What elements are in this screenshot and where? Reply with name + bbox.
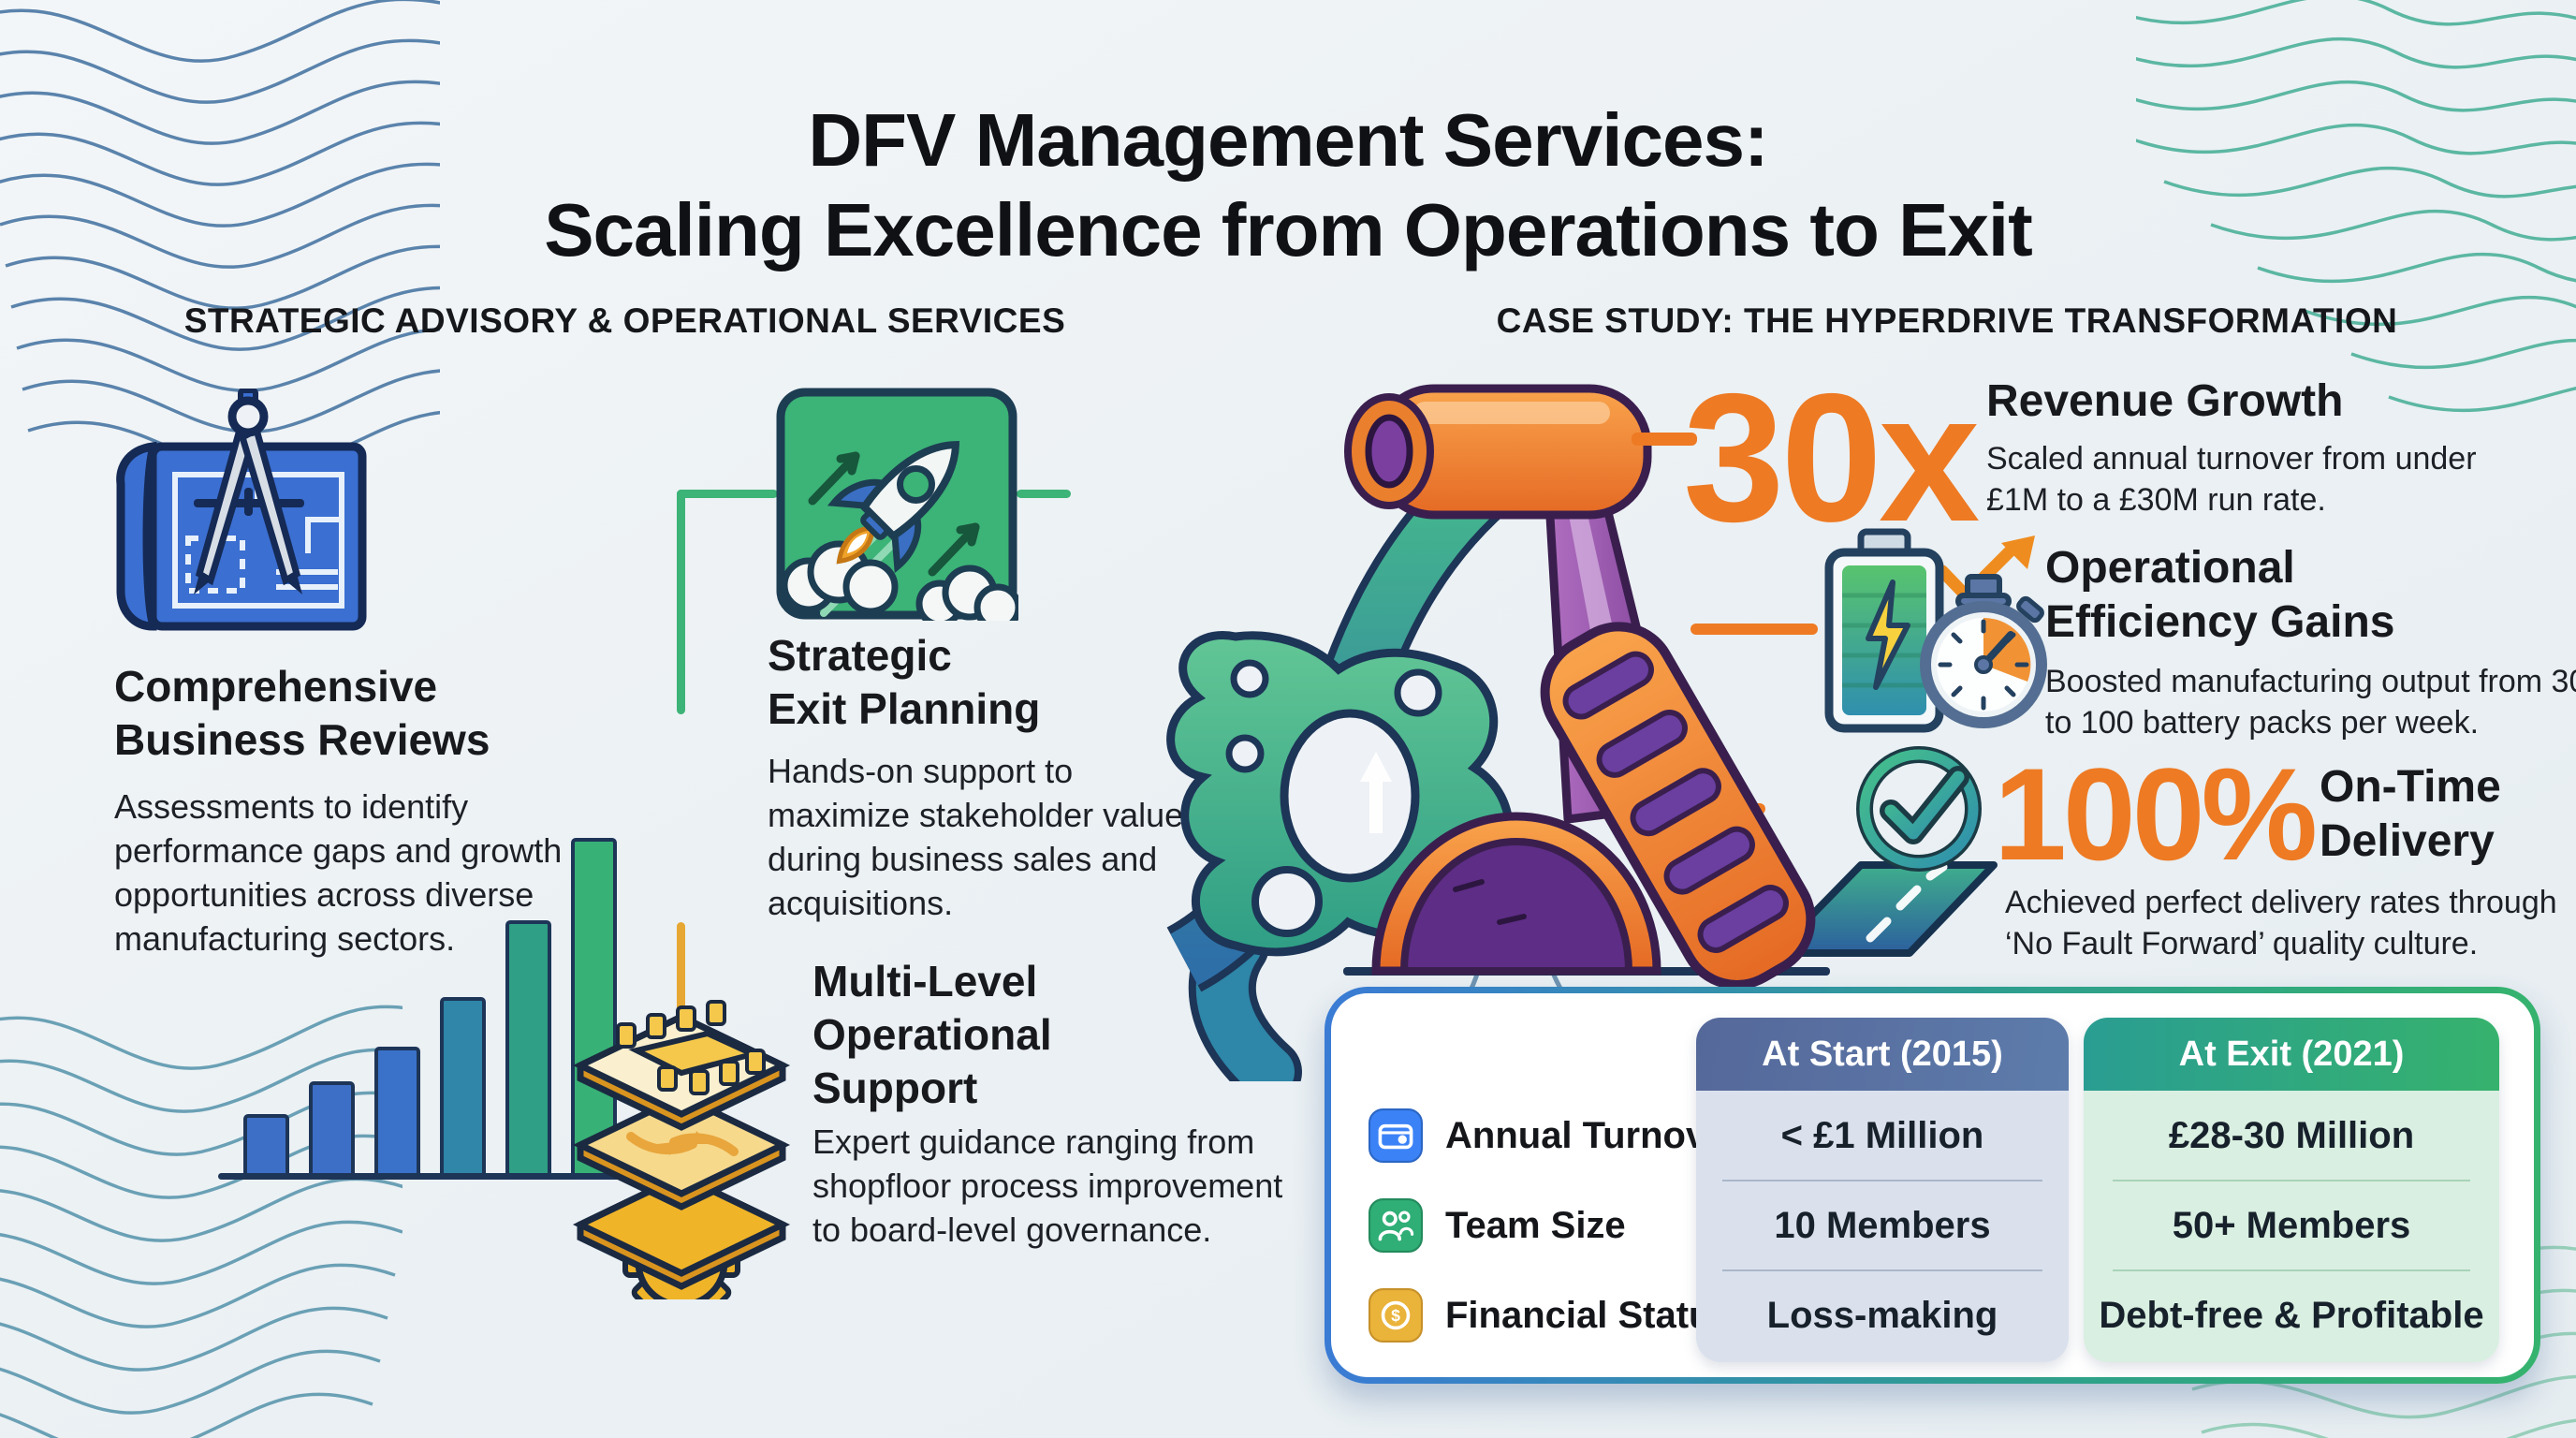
stat-desc-revenue-growth: Scaled annual turnover from under £1M to… xyxy=(1986,441,2477,518)
svg-text:$: $ xyxy=(1391,1306,1400,1325)
row-label: Financial Status xyxy=(1445,1294,1733,1336)
stat-desc-operational-efficiency-gains: Boosted manufacturing output from 30 to … xyxy=(2045,664,2576,741)
cell-exit-team-size: 50+ Members xyxy=(2172,1204,2411,1246)
bar-chart-baseline xyxy=(218,1173,697,1180)
wallet-icon xyxy=(1368,1108,1423,1163)
divider xyxy=(2113,1269,2470,1271)
dollar-icon: $ xyxy=(1368,1288,1423,1343)
checkmark-road-icon xyxy=(1771,746,1998,957)
bar xyxy=(440,997,486,1173)
table-column-at-start: At Start (2015) < £1 Million 10 Members … xyxy=(1696,1018,2069,1362)
table-row-label-annual-turnover: Annual Turnover xyxy=(1368,1091,1742,1181)
stat-desc-on-time-delivery: Achieved perfect delivery rates through … xyxy=(2005,885,2557,961)
cell-start-financial-status: Loss-making xyxy=(1766,1294,1998,1336)
stat-value-30x: 30x xyxy=(1683,356,1980,560)
row-label: Annual Turnover xyxy=(1445,1114,1743,1156)
decorative-waves-top-right xyxy=(2136,0,2576,413)
cell-start-annual-turnover: < £1 Million xyxy=(1780,1114,1984,1156)
service-desc-strategic-exit-planning: Hands-on support to maximize stakeholder… xyxy=(768,752,1184,922)
table-row-label-financial-status: $ Financial Status xyxy=(1368,1270,1733,1360)
growth-bar-chart xyxy=(218,813,730,1180)
service-title-comprehensive-business-reviews: Comprehensive Business Reviews xyxy=(114,662,490,764)
decorative-waves-top-left xyxy=(0,0,440,449)
cell-start-team-size: 10 Members xyxy=(1774,1204,1991,1246)
right-section-header: CASE STUDY: THE HYPERDRIVE TRANSFORMATIO… xyxy=(1496,301,2398,340)
robot-machine-illustration xyxy=(1165,384,1830,1081)
bar xyxy=(243,1114,289,1173)
stat-title-operational-efficiency-gains: Operational Efficiency Gains xyxy=(2045,543,2395,647)
column-header-at-exit: At Exit (2021) xyxy=(2084,1018,2499,1091)
bar xyxy=(571,838,617,1173)
blueprint-compass-icon xyxy=(116,389,367,631)
service-title-strategic-exit-planning: Strategic Exit Planning xyxy=(768,631,1041,733)
divider xyxy=(2113,1180,2470,1181)
page-title: DFV Management Services: Scaling Excelle… xyxy=(544,97,2033,271)
connector-green-vertical xyxy=(677,490,685,714)
comparison-table: Annual Turnover Team Size $ Financial St… xyxy=(1325,987,2540,1384)
team-icon xyxy=(1368,1198,1423,1253)
divider xyxy=(1721,1269,2043,1271)
stat-title-revenue-growth: Revenue Growth xyxy=(1986,376,2344,426)
connector-orange-2 xyxy=(1690,624,1818,635)
rocket-launch-icon xyxy=(776,388,1018,621)
bar xyxy=(505,920,551,1173)
table-row-label-team-size: Team Size xyxy=(1368,1181,1626,1270)
divider xyxy=(1721,1180,2043,1181)
cell-exit-financial-status: Debt-free & Profitable xyxy=(2099,1294,2484,1336)
connector-green-stub-right xyxy=(1017,490,1071,498)
column-header-at-start: At Start (2015) xyxy=(1696,1018,2069,1091)
stat-title-on-time-delivery: On-Time Delivery xyxy=(2320,762,2501,866)
cell-exit-annual-turnover: £28-30 Million xyxy=(2168,1114,2415,1156)
stacked-layers-gear-icon xyxy=(572,1000,791,1299)
connector-green-horizontal xyxy=(677,490,778,498)
bar xyxy=(374,1047,420,1173)
bar xyxy=(309,1081,355,1173)
stat-value-100-percent: 100% xyxy=(1994,741,2318,888)
service-desc-comprehensive-business-reviews: Assessments to identify performance gaps… xyxy=(114,787,563,958)
connector-orange-1 xyxy=(1632,433,1697,446)
service-title-multi-level-operational-support: Multi-Level Operational Support xyxy=(812,957,1052,1112)
battery-stopwatch-growth-icon xyxy=(1824,528,2047,733)
connector-yellow-vertical xyxy=(677,922,685,1058)
row-label: Team Size xyxy=(1445,1204,1626,1246)
service-desc-multi-level-operational-support: Expert guidance ranging from shopfloor p… xyxy=(812,1123,1283,1249)
left-section-header: STRATEGIC ADVISORY & OPERATIONAL SERVICE… xyxy=(183,301,1066,340)
table-column-at-exit: At Exit (2021) £28-30 Million 50+ Member… xyxy=(2084,1018,2499,1362)
